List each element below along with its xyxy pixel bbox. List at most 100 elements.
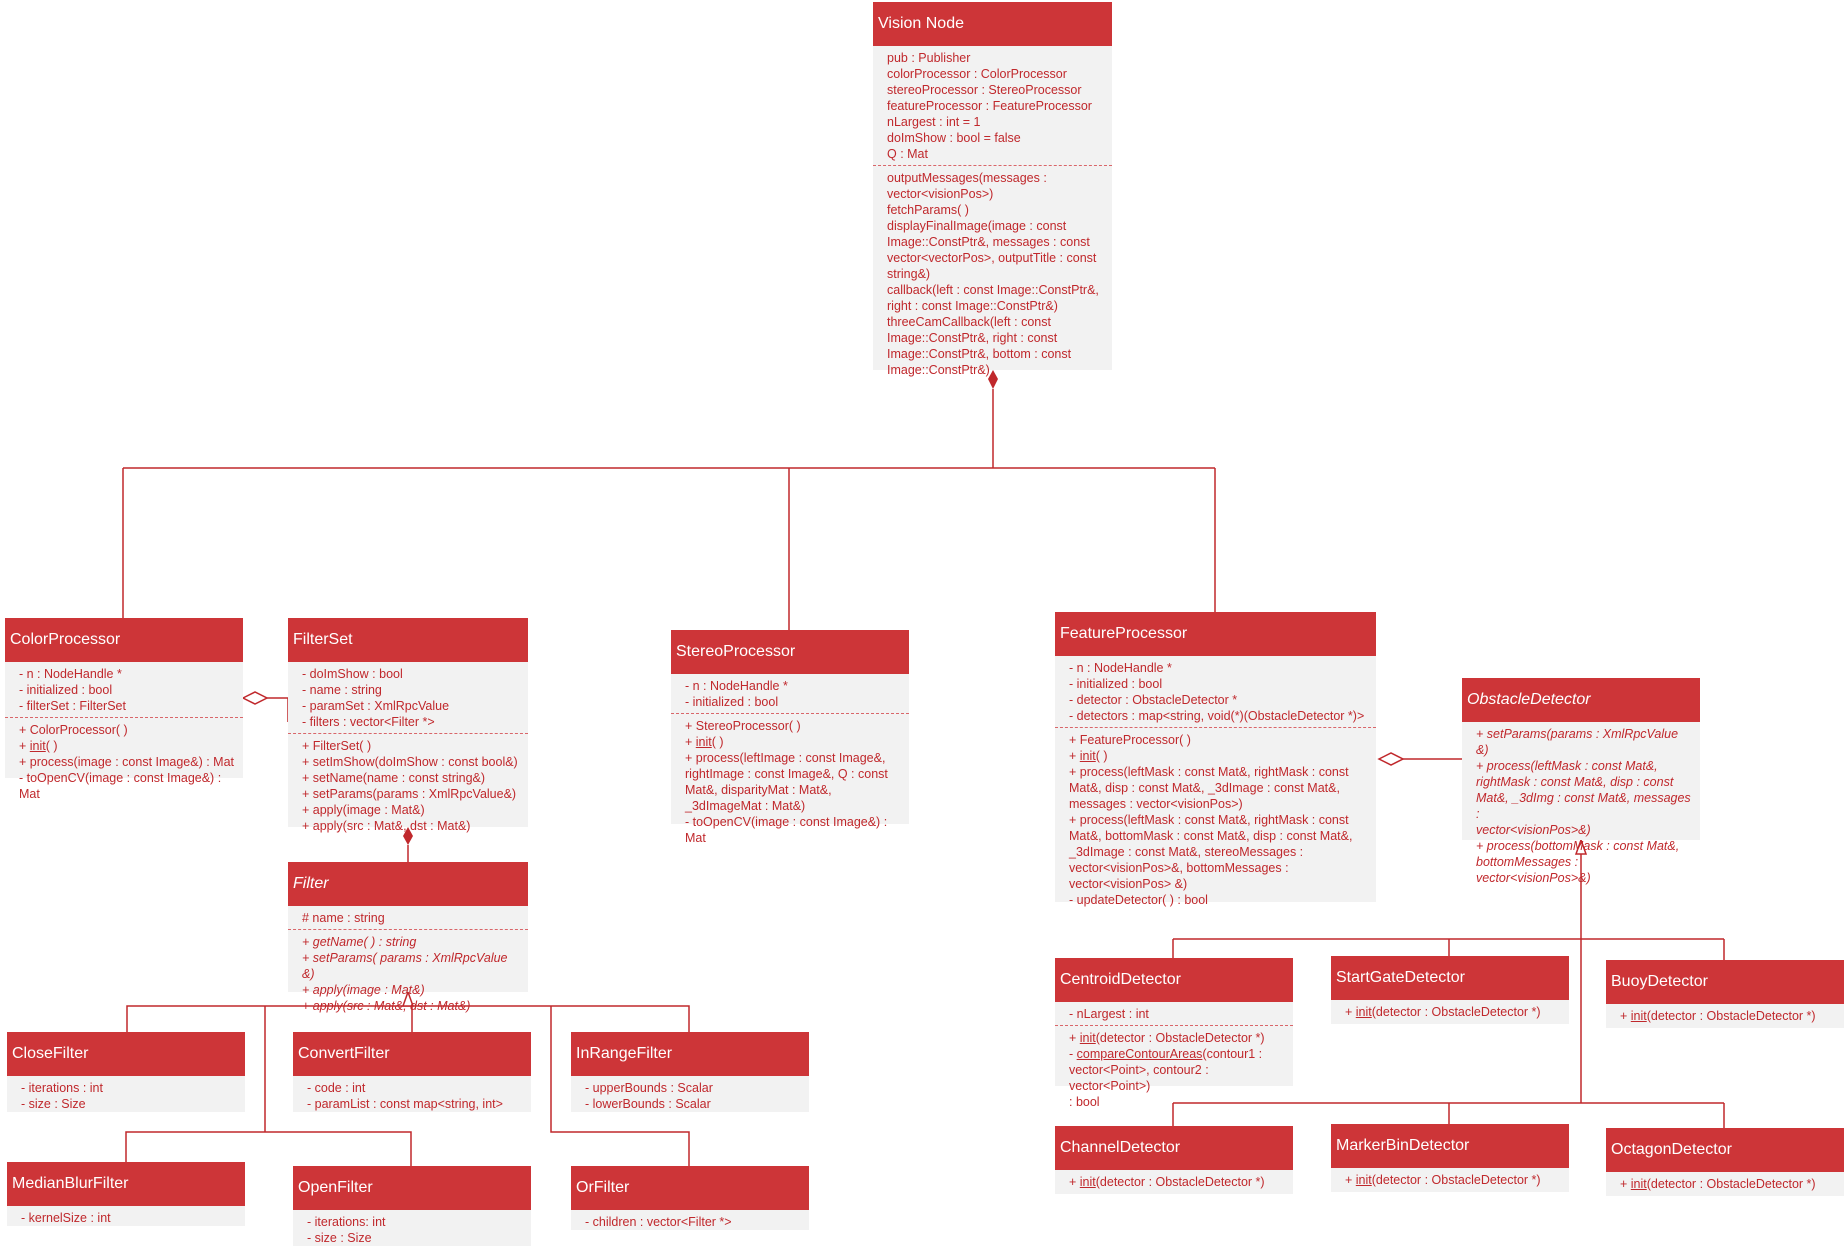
attribute: # name : string: [302, 911, 385, 925]
attributes-section: - iterations: int - size : Size: [293, 1210, 531, 1249]
attributes-section: - n : NodeHandle * - initialized : bool: [671, 674, 909, 713]
attribute: stereoProcessor : StereoProcessor: [887, 83, 1082, 97]
class-obstacle-detector: ObstacleDetector+ setParams(params : Xml…: [1462, 678, 1700, 885]
attributes-section: - children : vector<Filter *>: [571, 1210, 809, 1233]
class-name: StereoProcessor: [671, 630, 909, 674]
class-startgate-detector: StartGateDetector+ init(detector : Obsta…: [1331, 956, 1569, 1024]
operations-section: + init(detector : ObstacleDetector *): [1331, 1168, 1569, 1191]
attribute: - name : string: [302, 683, 382, 697]
operation: displayFinalImage(image : const Image::C…: [887, 219, 1097, 281]
attribute: - upperBounds : Scalar: [585, 1081, 713, 1095]
class-markerbin-detector: MarkerBinDetector+ init(detector : Obsta…: [1331, 1124, 1569, 1192]
attributes-section: - doImShow : bool - name : string - paramS…: [288, 662, 528, 733]
attribute: - n : NodeHandle *: [19, 667, 122, 681]
operation: + setName(name : const string&): [302, 771, 486, 785]
operation: outputMessages(messages : vector<visionP…: [887, 171, 1047, 201]
attribute: - initialized : bool: [19, 683, 113, 697]
operations-section: + init(detector : ObstacleDetector *): [1606, 1004, 1844, 1027]
attribute: - detector : ObstacleDetector *: [1069, 693, 1238, 707]
operation: + setImShow(doImShow : const bool&): [302, 755, 518, 769]
operation: + apply(src : Mat&, dst : Mat&): [302, 999, 471, 1013]
class-filter: Filter# name : string+ getName( ) : stri…: [288, 862, 528, 1013]
class-open-filter: OpenFilter - iterations: int - size : Size: [293, 1166, 531, 1246]
class-name: Vision Node: [873, 2, 1112, 46]
inheritance-triangle-filter: [401, 989, 415, 1007]
operations-section: + FilterSet( )+ setImShow(doImShow : con…: [288, 733, 528, 837]
operations-section: + ColorProcessor( )+ init( )+ process(im…: [5, 717, 243, 805]
attribute: Q : Mat: [887, 147, 928, 161]
operation: + process(leftImage : const Image&, righ…: [685, 751, 888, 813]
attribute: - n : NodeHandle *: [685, 679, 788, 693]
operations-section: + FeatureProcessor( )+ init( )+ process(…: [1055, 727, 1376, 911]
inheritance-lines-filters: [125, 1005, 690, 1166]
operation: threeCamCallback(left : const Image::Con…: [887, 315, 1072, 377]
operation: + init( ): [685, 735, 724, 749]
class-close-filter: CloseFilter- iterations : int- size : Si…: [7, 1032, 245, 1112]
class-buoy-detector: BuoyDetector+ init(detector : ObstacleDe…: [1606, 960, 1844, 1028]
operation: + setParams(params : XmlRpcValue &): [1476, 727, 1682, 757]
aggregation-diamond-colorprocessor: [241, 691, 269, 705]
class-name: BuoyDetector: [1606, 960, 1844, 1004]
operation: + init(detector : ObstacleDetector *): [1069, 1175, 1265, 1189]
operation: + setParams(params : XmlRpcValue&): [302, 787, 517, 801]
operation: - toOpenCV(image : const Image&) : Mat: [685, 815, 891, 845]
attributes-section: - kernelSize : int: [7, 1206, 245, 1229]
class-color-processor: ColorProcessor- n : NodeHandle *- initia…: [5, 618, 243, 801]
operation: + StereoProcessor( ): [685, 719, 801, 733]
attribute: - size : Size: [307, 1231, 372, 1245]
class-name: FeatureProcessor: [1055, 612, 1376, 656]
operation: + init( ): [19, 739, 58, 753]
class-name: ChannelDetector: [1055, 1126, 1293, 1170]
operation: + init( ): [1069, 749, 1108, 763]
operation: + setParams( params : XmlRpcValue &): [302, 951, 511, 981]
operation: + init(detector : ObstacleDetector *): [1345, 1005, 1541, 1019]
composition-diamond-vision-node: [988, 370, 998, 389]
attributes-section: - n : NodeHandle * - initialized : bool - …: [5, 662, 243, 717]
attributes-section: - code : int - paramList : const map<stri…: [293, 1076, 531, 1115]
attributes-section: - upperBounds : Scalar - lowerBounds : Sc…: [571, 1076, 809, 1115]
class-name: OctagonDetector: [1606, 1128, 1844, 1172]
attribute: - filterSet : FilterSet: [19, 699, 126, 713]
operation: + process(bottomMask : const Mat&, botto…: [1476, 839, 1680, 885]
class-inrange-filter: InRangeFilter- upperBounds : Scalar- low…: [571, 1032, 809, 1112]
class-channel-detector: ChannelDetector + init(detector : Obstacl…: [1055, 1126, 1293, 1194]
class-medianblur-filter: MedianBlurFilter- kernelSize : int: [7, 1162, 245, 1226]
operation: + FeatureProcessor( ): [1069, 733, 1191, 747]
attribute: featureProcessor : FeatureProcessor: [887, 99, 1092, 113]
attribute: - initialized : bool: [685, 695, 779, 709]
attribute: - filters : vector<Filter *>: [302, 715, 435, 729]
attributes-section: - iterations : int- size : Size: [7, 1076, 245, 1115]
class-feature-processor: FeatureProcessor- n : NodeHandle *- init…: [1055, 612, 1376, 907]
attribute: - paramSet : XmlRpcValue: [302, 699, 450, 713]
attribute: - kernelSize : int: [21, 1211, 111, 1225]
attributes-section: - nLargest : int: [1055, 1002, 1293, 1025]
attribute: - lowerBounds : Scalar: [585, 1097, 711, 1111]
attribute: - doImShow : bool: [302, 667, 403, 681]
attribute: - nLargest : int: [1069, 1007, 1149, 1021]
inheritance-lines-detectors: [1172, 848, 1725, 1128]
attribute: - children : vector<Filter *>: [585, 1215, 732, 1229]
aggregation-line-colorprocessor-filterset: [267, 697, 289, 722]
attribute: - initialized : bool: [1069, 677, 1163, 691]
attributes-section: - n : NodeHandle *- initialized : bool- …: [1055, 656, 1376, 727]
aggregation-diamond-featureprocessor: [1377, 752, 1405, 766]
operations-section: + setParams(params : XmlRpcValue &) + pro…: [1462, 722, 1700, 889]
attribute: - iterations: int: [307, 1215, 386, 1229]
operation: + init(detector : ObstacleDetector *): [1069, 1031, 1265, 1045]
operation: + apply(image : Mat&): [302, 803, 425, 817]
operations-section: + init(detector : ObstacleDetector *): [1055, 1170, 1293, 1193]
operation: + getName( ) : string: [302, 935, 417, 949]
operation: - updateDetector( ) : bool: [1069, 893, 1208, 907]
class-name: OpenFilter: [293, 1166, 531, 1210]
class-name: CloseFilter: [7, 1032, 245, 1076]
attribute: - paramList : const map<string, int>: [307, 1097, 503, 1111]
class-filter-set: FilterSet- doImShow : bool- name : strin…: [288, 618, 528, 833]
operations-section: + getName( ) : string + setParams( params…: [288, 929, 528, 1017]
attribute: - code : int: [307, 1081, 366, 1095]
operation: + ColorProcessor( ): [19, 723, 128, 737]
operation: callback(left : const Image::ConstPtr&, …: [887, 283, 1099, 313]
operation: + apply(src : Mat&, dst : Mat&): [302, 819, 471, 833]
